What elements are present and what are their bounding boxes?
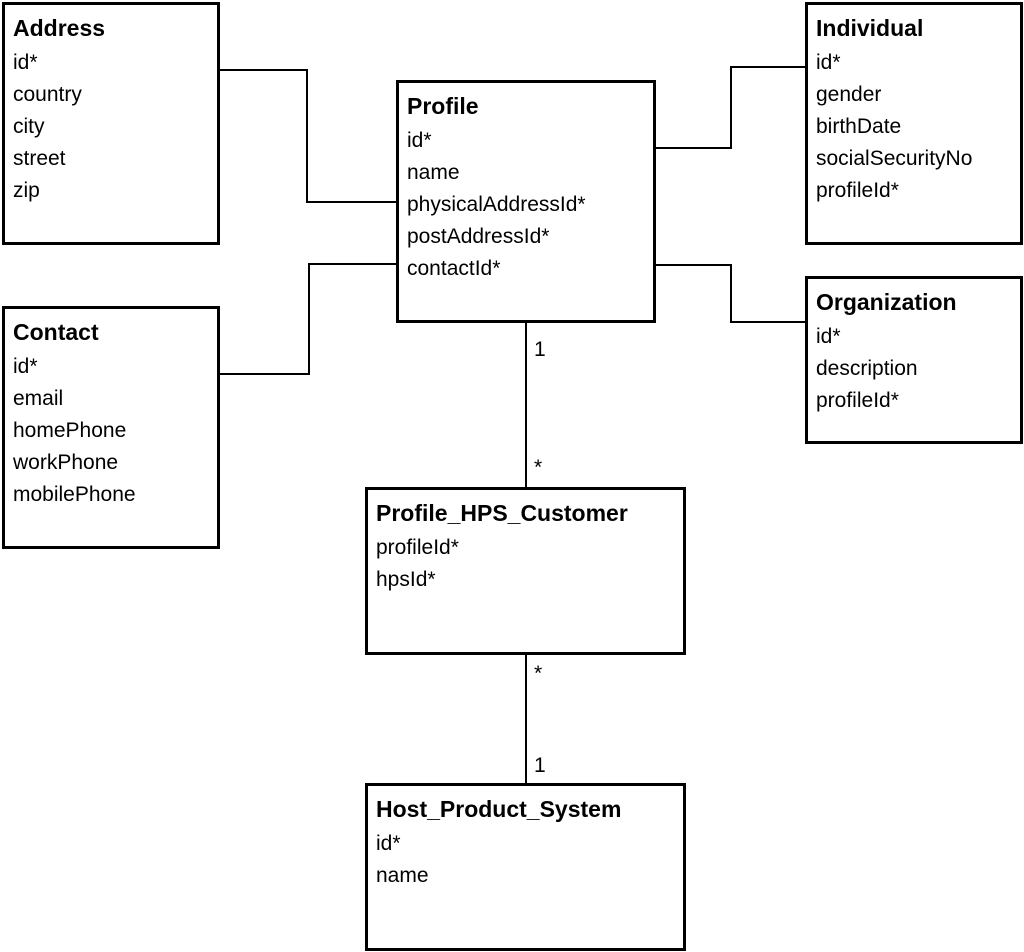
entity-title: Host_Product_System <box>376 796 622 822</box>
entity-field: workPhone <box>13 451 119 474</box>
entity-title: Organization <box>816 289 957 315</box>
entity-field: id* <box>816 325 841 348</box>
entity-fields: id* email homePhone workPhone mobilePhone <box>13 351 209 511</box>
entity-field: birthDate <box>816 115 902 138</box>
connector-profile-individual <box>655 66 807 149</box>
connector-contact-profile <box>219 263 397 375</box>
entity-field: profileId* <box>376 536 459 559</box>
entity-profile[interactable]: Profile id* name physicalAddressId* postAdd… <box>396 80 656 323</box>
entity-field: hpsId* <box>376 568 436 591</box>
entity-fields: id* country city street zip <box>13 47 209 207</box>
entity-organization[interactable]: Organization id* description profileId* <box>805 276 1023 444</box>
entity-title: Individual <box>816 15 924 41</box>
entity-profile-hps-customer[interactable]: Profile_HPS_Customer profileId* hpsId* <box>365 487 686 655</box>
entity-host-product-system[interactable]: Host_Product_System id* name <box>365 783 686 951</box>
entity-title: Address <box>13 15 106 41</box>
entity-field: street <box>13 147 66 170</box>
entity-field: email <box>13 387 64 410</box>
entity-field: city <box>13 115 45 138</box>
entity-field: profileId* <box>816 179 899 202</box>
multiplicity-hps-one: 1 <box>534 754 546 777</box>
entity-field: physicalAddressId* <box>407 193 586 216</box>
entity-fields: id* gender birthDate socialSecurityNo profil… <box>816 47 1012 207</box>
entity-field: id* <box>13 355 38 378</box>
entity-field: mobilePhone <box>13 483 136 506</box>
entity-title: Contact <box>13 319 99 345</box>
entity-field: postAddressId* <box>407 225 550 248</box>
entity-field: zip <box>13 179 40 202</box>
entity-field: homePhone <box>13 419 127 442</box>
entity-address[interactable]: Address id* country city street zip <box>2 2 220 245</box>
entity-field: gender <box>816 83 882 106</box>
multiplicity-link-many-bottom: * <box>534 662 543 685</box>
entity-fields: profileId* hpsId* <box>376 532 675 596</box>
entity-individual[interactable]: Individual id* gender birthDate socialSecur… <box>805 2 1023 245</box>
entity-field: id* <box>13 51 38 74</box>
entity-field: contactId* <box>407 257 501 280</box>
entity-field: profileId* <box>816 389 899 412</box>
entity-field: description <box>816 357 918 380</box>
entity-contact[interactable]: Contact id* email homePhone workPhone mobile… <box>2 306 220 549</box>
entity-field: name <box>376 864 429 887</box>
multiplicity-profile-one: 1 <box>534 338 546 361</box>
entity-fields: id* name physicalAddressId* postAddressId* c… <box>407 125 645 285</box>
entity-field: id* <box>376 832 401 855</box>
entity-field: country <box>13 83 82 106</box>
connector-address-profile <box>219 69 397 203</box>
connector-profile-organization <box>655 264 807 323</box>
entity-title: Profile_HPS_Customer <box>376 500 628 526</box>
entity-field: id* <box>816 51 841 74</box>
multiplicity-link-many-top: * <box>534 456 543 479</box>
entity-title: Profile <box>407 93 479 119</box>
entity-fields: id* name <box>376 828 675 892</box>
entity-field: name <box>407 161 460 184</box>
entity-field: socialSecurityNo <box>816 147 973 170</box>
entity-field: id* <box>407 129 432 152</box>
entity-fields: id* description profileId* <box>816 321 1012 417</box>
